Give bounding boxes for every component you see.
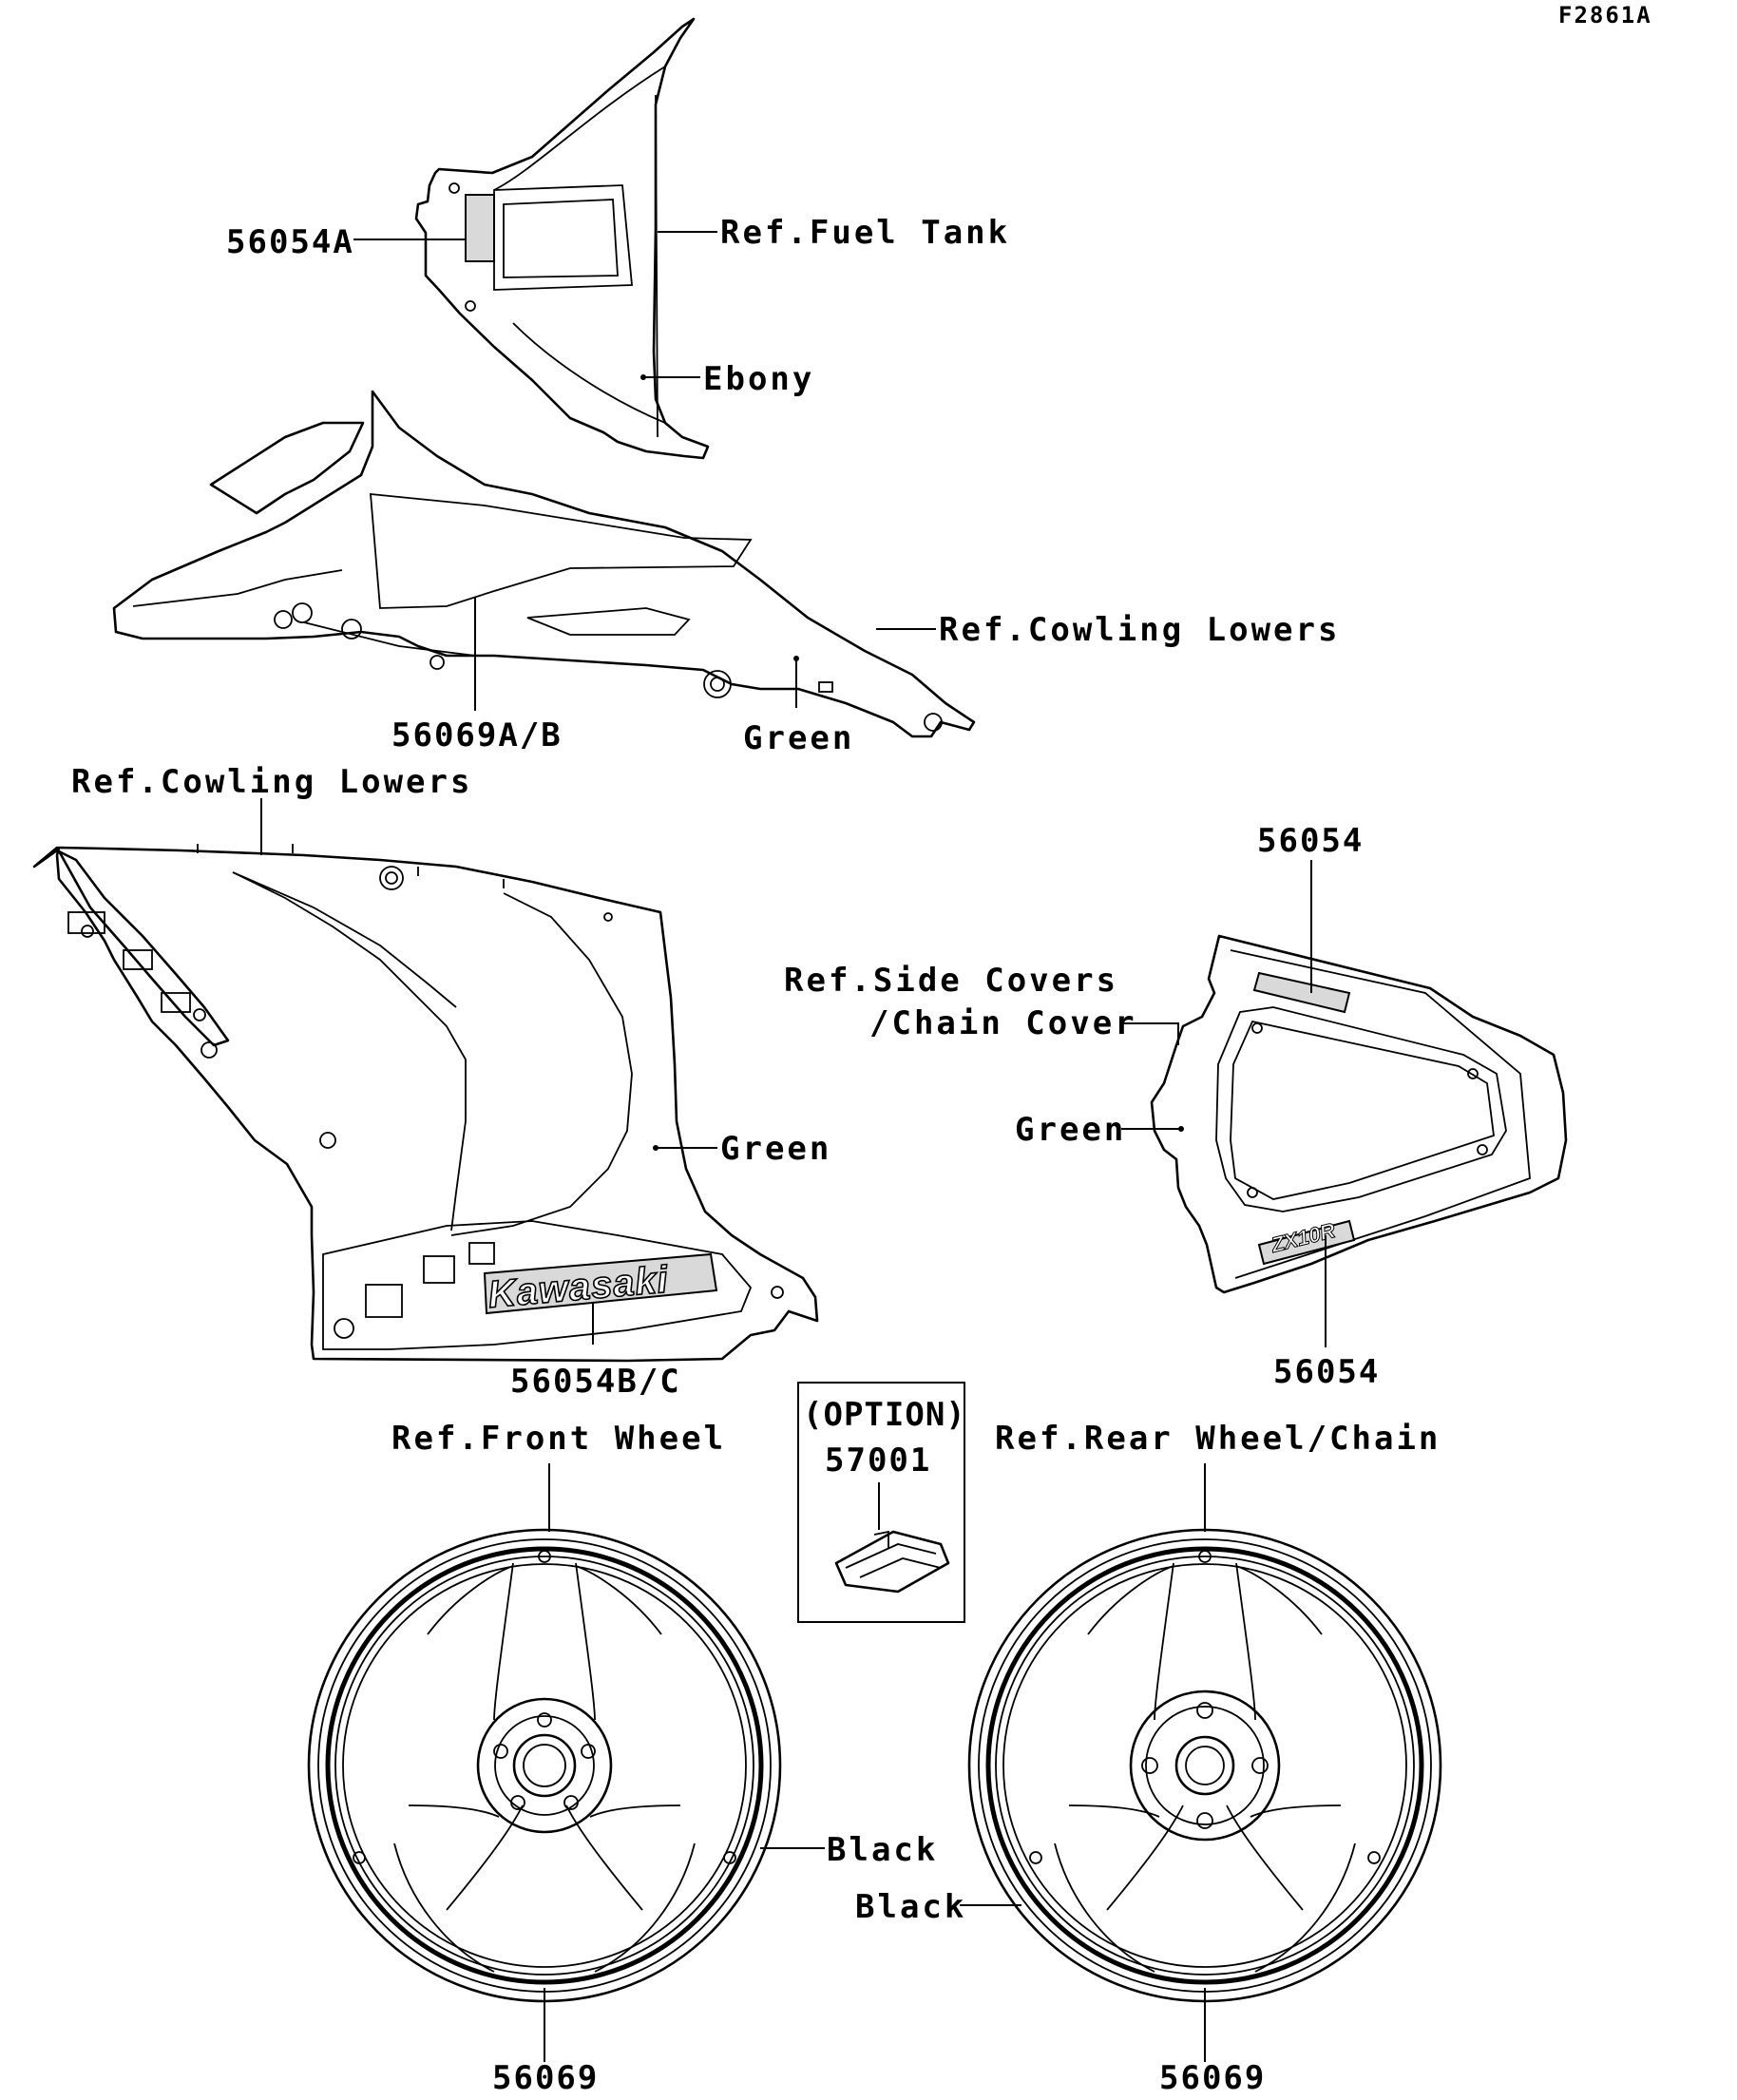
part-number-56054BC: 56054B/C — [510, 1363, 681, 1401]
figure-id: F2861A — [1558, 2, 1652, 29]
callout-56069-rear: 56069 — [1159, 1988, 1266, 2097]
label-ref-fuel-tank: Ref.Fuel Tank — [720, 214, 1010, 252]
callout-56054-bottom: 56054 — [1273, 1235, 1380, 1391]
label-green-2: Green — [720, 1130, 831, 1168]
callout-56054BC: 56054B/C — [510, 1302, 681, 1401]
part-number-57001: 57001 — [825, 1441, 931, 1480]
callout-ref-fuel-tank: Ref.Fuel Tank — [658, 214, 1010, 252]
label-ref-side-covers: Ref.Side Covers — [784, 962, 1118, 1000]
label-ref-rear-wheel: Ref.Rear Wheel/Chain — [995, 1420, 1441, 1458]
part-number-56054-top: 56054 — [1257, 822, 1364, 860]
option-part-57001 — [834, 1530, 950, 1594]
decal-56054-bottom — [1257, 1219, 1356, 1266]
part-number-56069AB: 56069A/B — [391, 716, 563, 754]
part-number-56069-rear: 56069 — [1159, 2059, 1266, 2095]
part-number-56054-bottom: 56054 — [1273, 1353, 1380, 1391]
callout-56054A: 56054A — [226, 223, 466, 261]
callout-ebony: Ebony — [643, 360, 814, 398]
option-box: (OPTION) 57001 — [797, 1382, 966, 1623]
label-black-2: Black — [855, 1888, 966, 1926]
label-ebony: Ebony — [703, 360, 814, 398]
lower-cowl: Kawasaki — [32, 844, 819, 1363]
label-ref-front-wheel: Ref.Front Wheel — [391, 1420, 726, 1458]
callout-56054-top: 56054 — [1257, 822, 1364, 993]
callout-black-2: Black — [855, 1888, 1021, 1926]
upper-side-cowl — [112, 390, 976, 738]
callout-green-3: Green — [1015, 1111, 1184, 1149]
decal-56054-top — [1252, 971, 1351, 1014]
callout-ref-front-wheel: Ref.Front Wheel — [391, 1420, 726, 1532]
label-black-1: Black — [827, 1831, 938, 1869]
part-number-56069-front: 56069 — [492, 2059, 599, 2095]
seat-cowl: ZX10R — [1150, 934, 1568, 1294]
callout-ref-cowling-lowers-1: Ref.Cowling Lowers — [876, 611, 1340, 649]
label-ref-cowling-lowers-1: Ref.Cowling Lowers — [939, 611, 1340, 649]
kawasaki-decal-text: Kawasaki — [487, 1259, 670, 1316]
callout-ref-cowling-lowers-2: Ref.Cowling Lowers — [71, 763, 472, 855]
callout-ref-side-covers: Ref.Side Covers /Chain Cover — [784, 962, 1179, 1045]
callout-black-1: Black — [760, 1831, 938, 1869]
callout-ref-rear-wheel: Ref.Rear Wheel/Chain — [995, 1420, 1441, 1532]
callout-56069AB: 56069A/B — [391, 597, 563, 754]
part-number-56054A: 56054A — [226, 223, 354, 261]
callout-56069-front: 56069 — [492, 1988, 599, 2097]
callout-green-1: Green — [743, 656, 854, 757]
label-green-1: Green — [743, 719, 854, 757]
decal-56054A — [465, 194, 495, 262]
label-chain-cover: /Chain Cover — [869, 1004, 1137, 1042]
fuel-tank-cover — [414, 17, 710, 460]
callout-green-2: Green — [653, 1130, 831, 1168]
decal-56054BC — [483, 1252, 718, 1315]
rear-wheel — [967, 1528, 1442, 2003]
decal-56069AB — [370, 492, 753, 609]
label-green-3: Green — [1015, 1111, 1126, 1149]
front-wheel — [307, 1528, 782, 2003]
label-ref-cowling-lowers-2: Ref.Cowling Lowers — [71, 763, 472, 801]
label-option: (OPTION) — [803, 1396, 966, 1434]
